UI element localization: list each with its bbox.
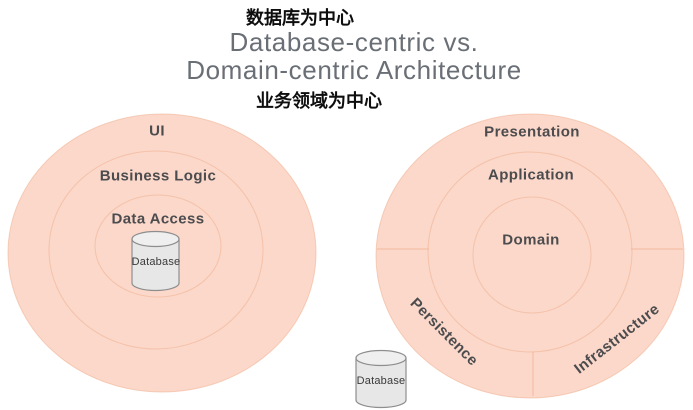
ring-label-application: Application [487,166,575,184]
database-cylinder-icon [131,239,180,292]
title-line-1: Database-centric vs. [229,27,479,57]
database-cylinder-top-icon [131,230,180,248]
page-title: Database-centric vs. Domain-centric Arch… [186,28,522,84]
title-line-2: Domain-centric Architecture [186,55,522,85]
ring-label-domain: Domain [502,231,560,249]
ring-label-ui: UI [149,122,165,140]
ring-label-business-logic: Business Logic [99,167,217,185]
ring-label-presentation: Presentation [484,123,580,141]
right-inner-ring-domain [472,196,592,314]
ring-label-data-access: Data Access [111,210,205,228]
database-cylinder-label: Database [131,256,181,268]
database-cylinder-top-icon [355,349,407,367]
database-cylinder-label: Database [356,375,406,387]
domain-centric-diagram [355,113,685,409]
database-centric-diagram [7,113,317,393]
chinese-label-database-centric: 数据库为中心 [246,8,354,28]
chinese-label-domain-centric: 业务领域为中心 [256,91,382,111]
database-cylinder-icon [355,358,407,409]
